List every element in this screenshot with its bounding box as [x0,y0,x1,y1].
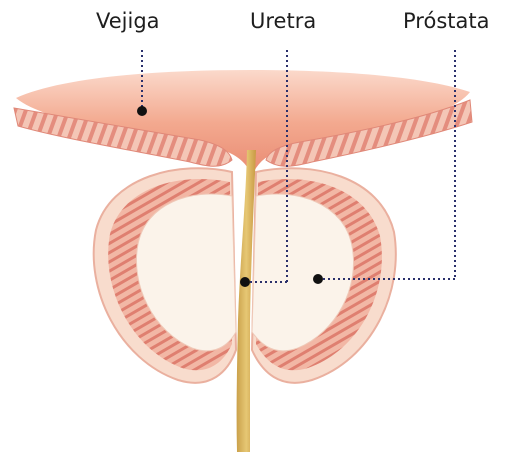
urethra-label: Uretra [250,11,316,32]
bladder-pointer-dot [137,106,147,116]
urethra-pointer-dot [240,277,250,287]
prostate-label: Próstata [403,11,489,32]
prostate-pointer-dot [313,274,323,284]
bladder-label: Vejiga [96,11,160,32]
